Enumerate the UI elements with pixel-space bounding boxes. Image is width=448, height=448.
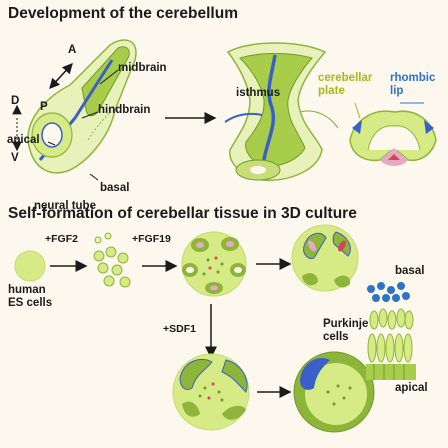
axis-label-D: D: [11, 95, 20, 107]
label-fgf19: +FGF19: [132, 233, 171, 245]
label-isthmus: isthmus: [236, 87, 281, 99]
label-midbrain: midbrain: [118, 62, 167, 74]
label-apical-culture: apical: [395, 382, 428, 394]
purkinje-layer-illustration: [366, 282, 416, 380]
neural-tube-illustration: [27, 39, 137, 174]
fgf19-aggregate: [181, 231, 247, 297]
label-basal-culture: basal: [395, 265, 425, 277]
es-cell-aggregate: [14, 250, 46, 282]
label-sdf1: +SDF1: [163, 323, 196, 335]
section1-title: Development of the cerebellum: [8, 5, 238, 22]
axis-label-A: A: [68, 44, 77, 56]
cerebellar-tissue-aggregate: [293, 351, 375, 433]
axis-arrows: [12, 63, 73, 152]
label-cerebellar-plate: cerebellar plate: [318, 72, 373, 97]
label-apical: apical: [7, 134, 40, 146]
label-hindbrain: hindbrain: [98, 104, 151, 116]
label-basal: basal: [100, 182, 130, 194]
axis-label-V: V: [11, 152, 19, 164]
label-neural-tube: neural tube: [34, 200, 96, 212]
label-rhombic-lip: rhombic lip: [390, 72, 436, 97]
label-fgf2: +FGF2: [45, 233, 78, 245]
rhombic-lip-cross-section: [349, 102, 437, 166]
label-purkinje-cells: Purkinje cells: [323, 318, 369, 343]
sdf1-aggregate: [172, 353, 250, 431]
axis-label-P: P: [40, 101, 48, 113]
neuroepithelium-aggregate: [291, 224, 359, 292]
isthmus-structure: [224, 42, 339, 181]
small-aggregates: [93, 232, 131, 288]
pointer-lines: [47, 69, 119, 181]
label-human-es-cells: human ES cells: [8, 284, 53, 309]
section2-title: Self-formation of cerebellar tissue in 3…: [8, 205, 357, 222]
